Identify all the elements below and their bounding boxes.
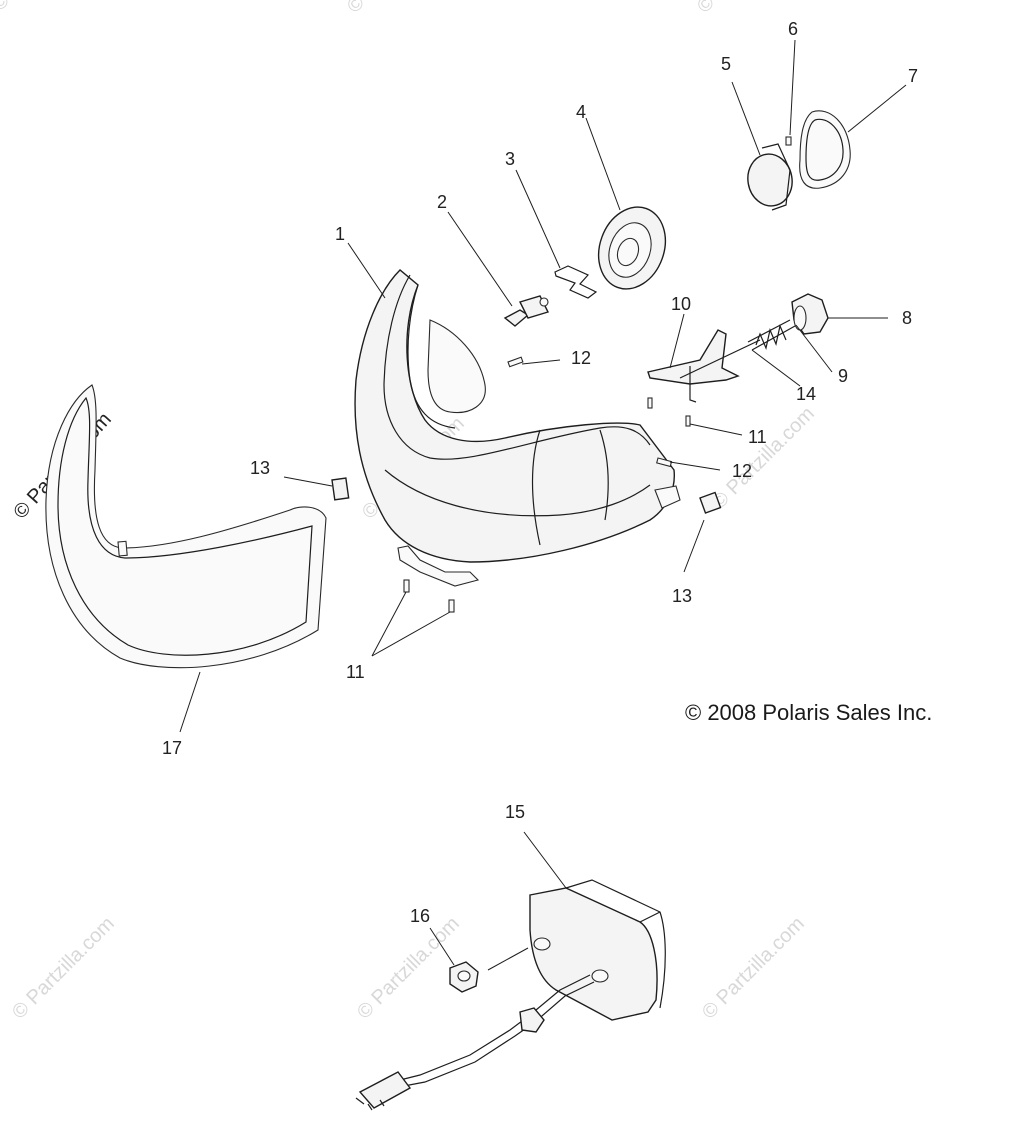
- part-14-adjuster-rod[interactable]: [679, 339, 761, 379]
- callout-1: 1: [335, 224, 345, 244]
- callout-5: 5: [721, 54, 731, 74]
- part-8-adjuster-knob[interactable]: [791, 293, 829, 335]
- callout-17: 17: [162, 738, 182, 758]
- watermark-text: © Partzilla.com: [708, 403, 819, 514]
- part-2-bulb[interactable]: [503, 295, 549, 327]
- callout-13: 13: [672, 586, 692, 606]
- callout-2: 2: [437, 192, 447, 212]
- callout-4: 4: [576, 102, 586, 122]
- callout-3: 3: [505, 149, 515, 169]
- callout-13: 13: [250, 458, 270, 478]
- callout-12: 12: [571, 348, 591, 368]
- watermark-text: © Partzilla.com: [0, 0, 99, 16]
- part-9-spring[interactable]: [747, 319, 796, 351]
- part-7-gasket[interactable]: [799, 110, 851, 189]
- watermark-text: © Partzilla.com: [343, 0, 454, 18]
- part-17-seal[interactable]: [45, 384, 327, 669]
- part-4-dust-cover[interactable]: [588, 198, 677, 299]
- callout-8: 8: [902, 308, 912, 328]
- copyright-notice: © 2008 Polaris Sales Inc.: [685, 700, 932, 725]
- callout-9: 9: [838, 366, 848, 386]
- watermark-text: © Partzilla.com: [698, 913, 809, 1024]
- watermark-text: © Partzilla.com: [353, 913, 464, 1024]
- callout-11: 11: [748, 427, 767, 447]
- watermark-text: © Partzilla.com: [8, 913, 119, 1024]
- callout-labels: 1 2 3 4 5 6 7 8 9 10 11 11 12 12 13 13 1…: [162, 19, 918, 926]
- part-16-grommet[interactable]: [449, 961, 479, 993]
- watermark-top: © Partzilla.com © Partzilla.com © Partzi…: [0, 0, 804, 18]
- callout-16: 16: [410, 906, 430, 926]
- part-11-screw[interactable]: [647, 397, 691, 427]
- callout-14: 14: [796, 384, 816, 404]
- part-1-headlight-housing[interactable]: [354, 269, 681, 587]
- part-12-screw[interactable]: [507, 356, 673, 468]
- watermark-text: © Partzilla.com: [693, 0, 804, 18]
- part-6-screw[interactable]: [785, 136, 792, 146]
- callout-6: 6: [788, 19, 798, 39]
- part-3-spring-clip[interactable]: [554, 265, 598, 299]
- part-15-module[interactable]: [529, 879, 666, 1021]
- callout-11: 11: [346, 662, 365, 682]
- part-11-screw[interactable]: [403, 579, 455, 613]
- part-13-clip[interactable]: [331, 477, 722, 514]
- part-5-light-socket[interactable]: [744, 143, 796, 211]
- part-10-bracket[interactable]: [647, 329, 740, 403]
- callout-10: 10: [671, 294, 691, 314]
- callout-7: 7: [908, 66, 918, 86]
- callout-12: 12: [732, 461, 752, 481]
- leader-lines: [179, 39, 907, 971]
- wire-harness[interactable]: [355, 974, 595, 1111]
- callout-15: 15: [505, 802, 525, 822]
